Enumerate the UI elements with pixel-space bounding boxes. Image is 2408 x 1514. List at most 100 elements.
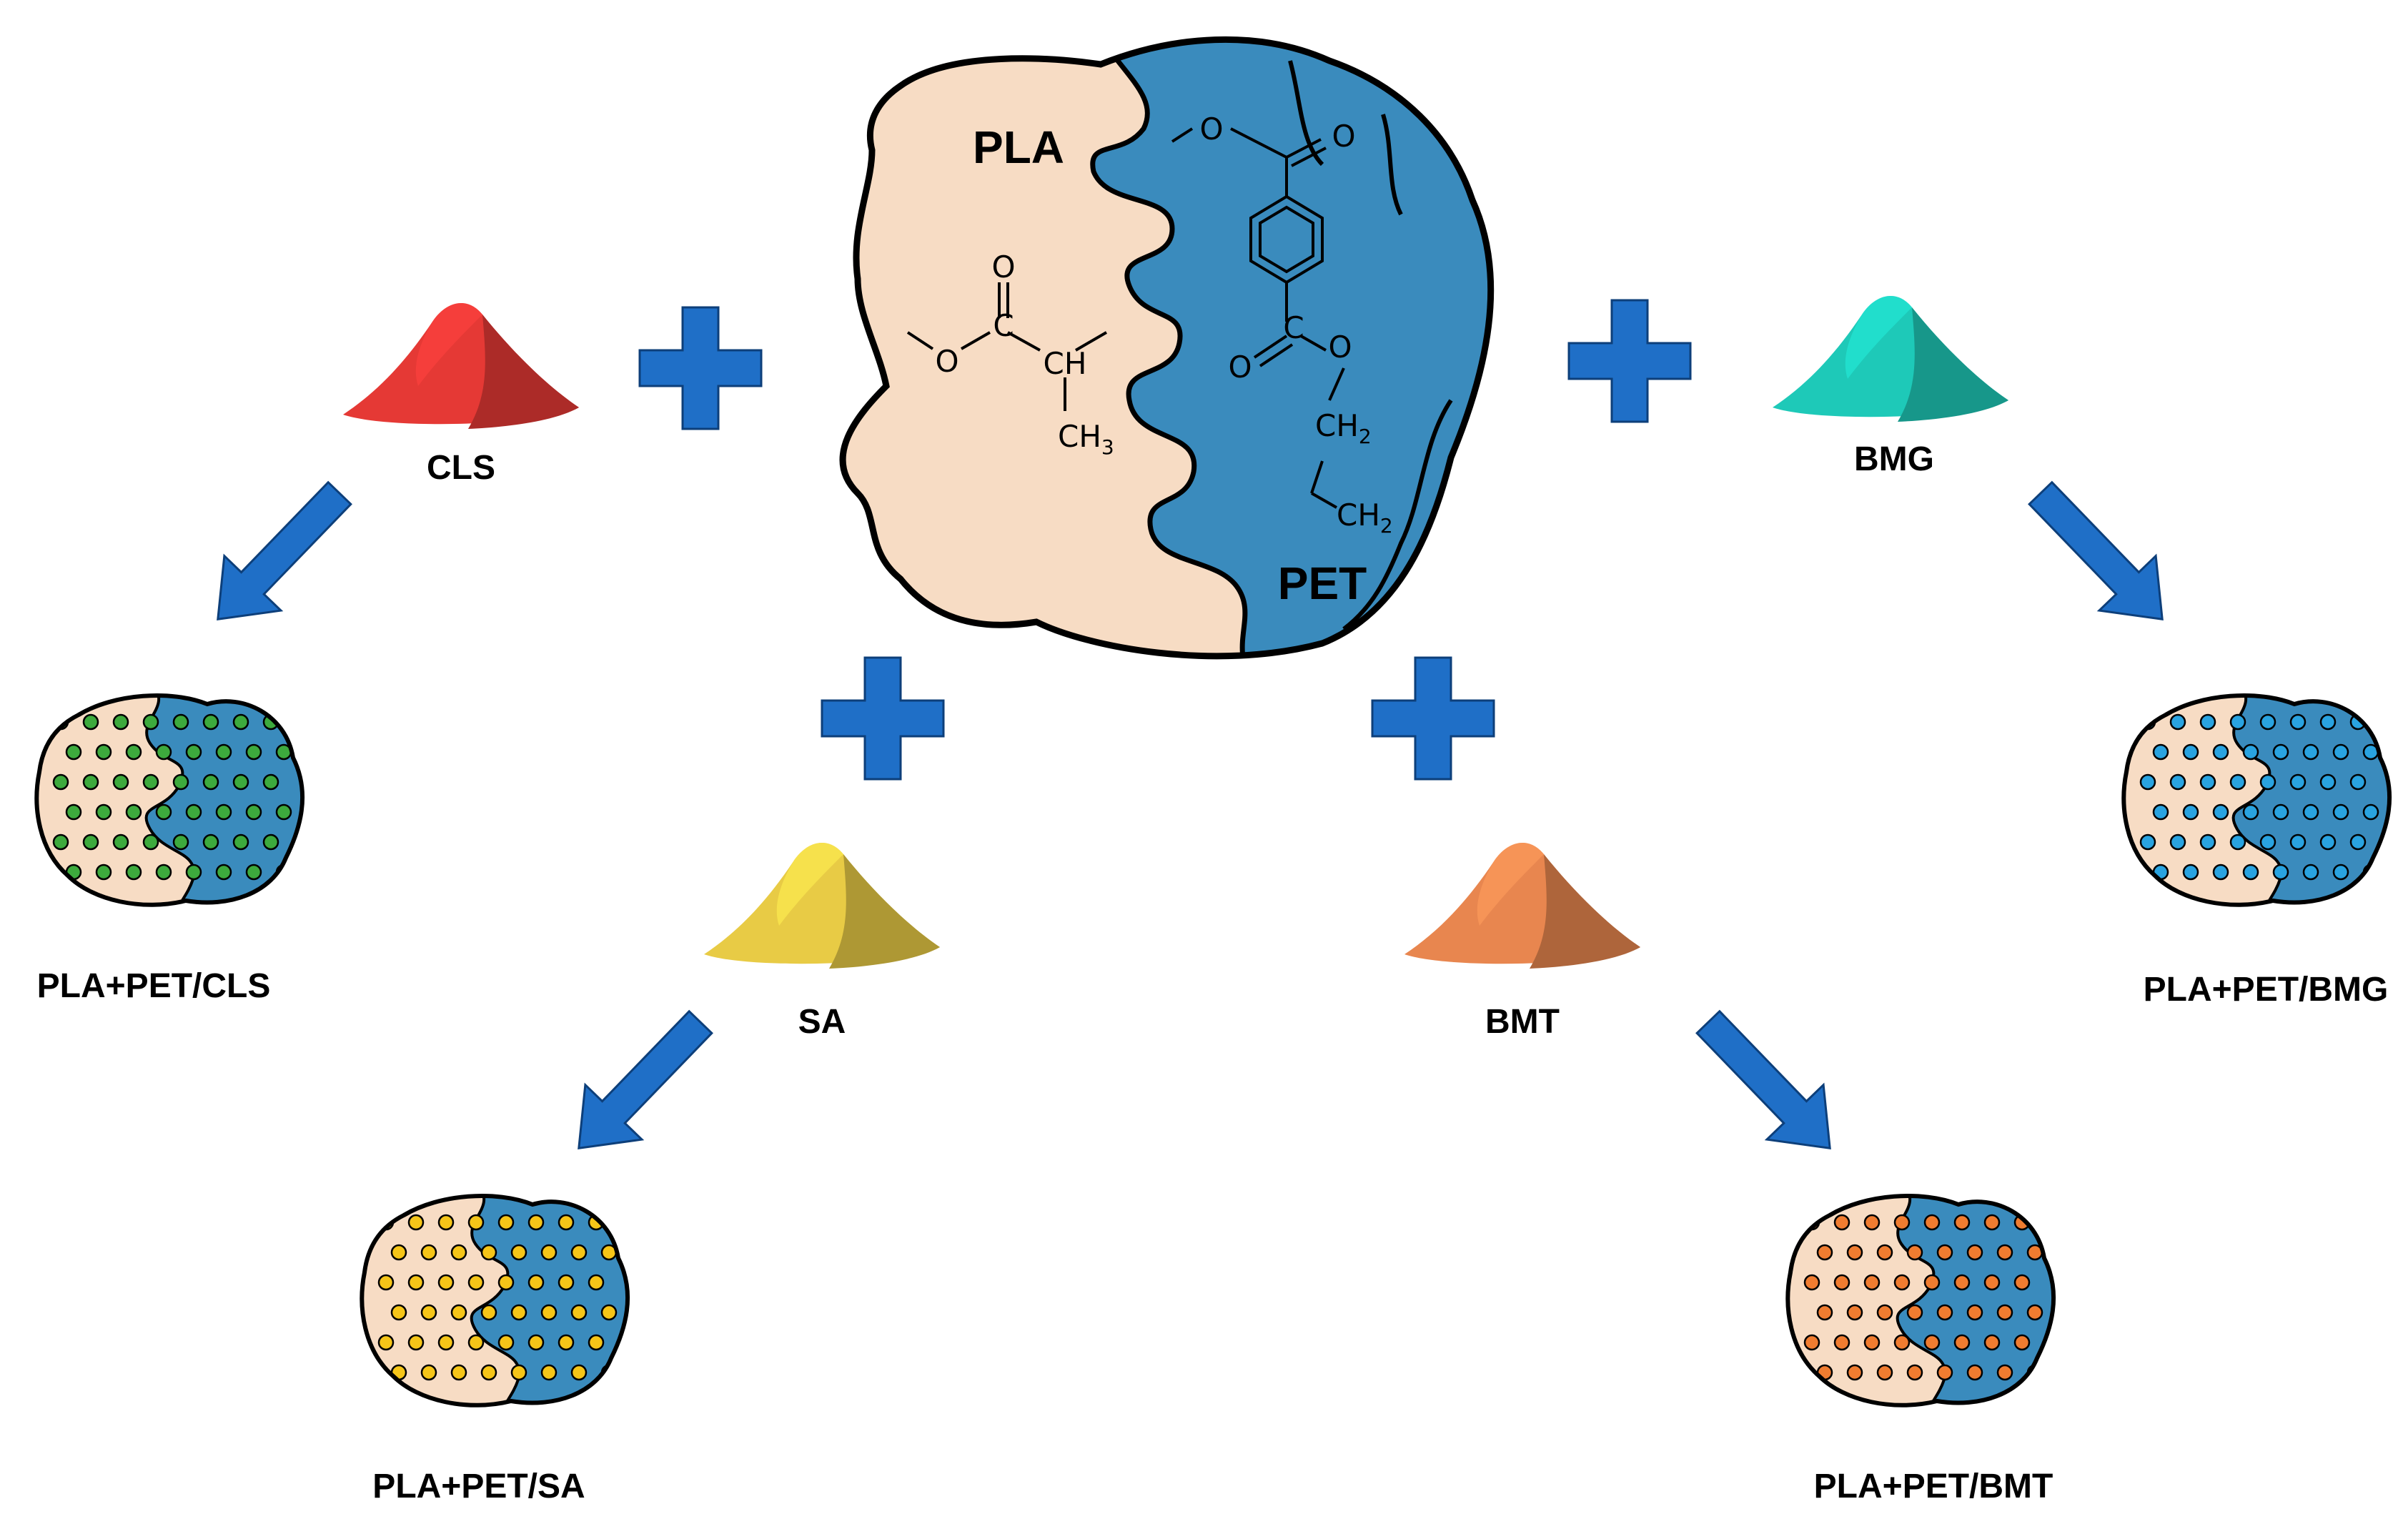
filler-particle <box>450 1244 467 1261</box>
filler-particle <box>420 1304 437 1321</box>
pet-o-top-ester: O <box>1199 112 1223 147</box>
filler-particle <box>1876 1304 1893 1321</box>
filler-particle <box>2272 803 2289 821</box>
arrows <box>217 480 2164 1149</box>
powder-pile-icon <box>1404 842 1640 969</box>
filler-particle <box>1953 1274 1971 1291</box>
pla-c: C <box>993 308 1014 343</box>
filler-particle <box>112 713 129 731</box>
filler-particle <box>1966 1364 1983 1381</box>
filler-particle <box>1876 1244 1893 1261</box>
pet-c-mid: C <box>1283 310 1304 345</box>
filler-particle <box>2259 773 2276 791</box>
filler-particle <box>2289 773 2307 791</box>
filler-particle <box>390 1244 407 1261</box>
arrow-icon <box>2028 480 2164 620</box>
filler-particle <box>2289 833 2307 851</box>
filler-particle <box>2302 864 2319 881</box>
filler-particle <box>2152 743 2169 761</box>
filler-particle <box>52 773 69 791</box>
filler-particle <box>2242 864 2259 881</box>
filler-particle <box>1833 1214 1850 1231</box>
filler-particle <box>1846 1304 1863 1321</box>
filler-particle <box>82 833 99 851</box>
filler-particle <box>202 833 219 851</box>
filler-particle <box>95 803 112 821</box>
filler-particle <box>1936 1244 1953 1261</box>
filler-particle <box>1906 1304 1923 1321</box>
filler-particle <box>450 1304 467 1321</box>
filler-particle <box>2229 833 2246 851</box>
mini-blends <box>34 693 2392 1407</box>
filler-particle <box>2229 713 2246 731</box>
filler-particle <box>2026 1304 2043 1321</box>
filler-label-cls: CLS <box>427 449 495 487</box>
filler-particle <box>95 864 112 881</box>
filler-particle <box>588 1274 605 1291</box>
filler-particle <box>95 743 112 761</box>
blend-blob-icon <box>1785 1194 2056 1407</box>
filler-particle <box>420 1364 437 1381</box>
filler-particle <box>245 864 262 881</box>
filler-particle <box>407 1334 425 1351</box>
filler-particle <box>1816 1304 1833 1321</box>
filler-particle <box>467 1214 485 1231</box>
filler-particle <box>1966 1244 1983 1261</box>
filler-particle <box>510 1244 527 1261</box>
arrow-icon <box>1695 1009 1831 1149</box>
filler-particle <box>2332 803 2349 821</box>
filler-particle <box>1923 1214 1941 1231</box>
filler-particle <box>1906 1244 1923 1261</box>
filler-particle <box>570 1244 588 1261</box>
filler-particle <box>2349 833 2367 851</box>
pet-o-top-carbonyl: O <box>1332 119 1355 154</box>
filler-particle <box>437 1274 455 1291</box>
filler-particle <box>155 864 172 881</box>
filler-particle <box>2242 803 2259 821</box>
pet-ch2-b: CH2 <box>1337 498 1393 538</box>
arrow-icon <box>217 480 352 620</box>
filler-particle <box>497 1334 515 1351</box>
filler-particle <box>1966 1304 1983 1321</box>
filler-particle <box>377 1334 395 1351</box>
filler-particle <box>377 1274 395 1291</box>
filler-particle <box>275 803 292 821</box>
filler-particle <box>2229 773 2246 791</box>
filler-label-sa: SA <box>798 1003 846 1041</box>
filler-particle <box>262 773 279 791</box>
filler-particle <box>65 743 82 761</box>
filler-particle <box>185 864 202 881</box>
filler-particle <box>1863 1334 1881 1351</box>
filler-particle <box>112 833 129 851</box>
filler-particle <box>245 803 262 821</box>
filler-particle <box>527 1334 545 1351</box>
arrow-icon <box>578 1009 713 1149</box>
filler-particle <box>142 773 159 791</box>
filler-particle <box>1936 1364 1953 1381</box>
filler-particle <box>497 1274 515 1291</box>
pla-structure <box>906 282 1108 411</box>
filler-particle <box>497 1214 515 1231</box>
filler-particle <box>2169 773 2186 791</box>
filler-particle <box>480 1244 497 1261</box>
pet-ch2-a: CH2 <box>1315 408 1372 448</box>
filler-particle <box>2302 743 2319 761</box>
pet-structure <box>1171 127 1345 509</box>
filler-particle <box>467 1334 485 1351</box>
filler-particle <box>1863 1274 1881 1291</box>
filler-particle <box>1996 1304 2013 1321</box>
filler-particle <box>1893 1274 1911 1291</box>
filler-particle <box>2199 713 2216 731</box>
filler-particle <box>2182 743 2199 761</box>
filler-particle <box>2212 803 2229 821</box>
filler-particle <box>420 1244 437 1261</box>
filler-particle <box>1863 1214 1881 1231</box>
powder-pile-icon <box>1773 295 2008 422</box>
filler-particle <box>215 864 232 881</box>
product-label-bmt: PLA+PET/BMT <box>1814 1468 2053 1505</box>
filler-particle <box>82 713 99 731</box>
filler-particle <box>125 743 142 761</box>
filler-particle <box>2302 803 2319 821</box>
central-blend: PLA PET O O C CH CH3 <box>839 36 1495 660</box>
filler-particle <box>2332 864 2349 881</box>
